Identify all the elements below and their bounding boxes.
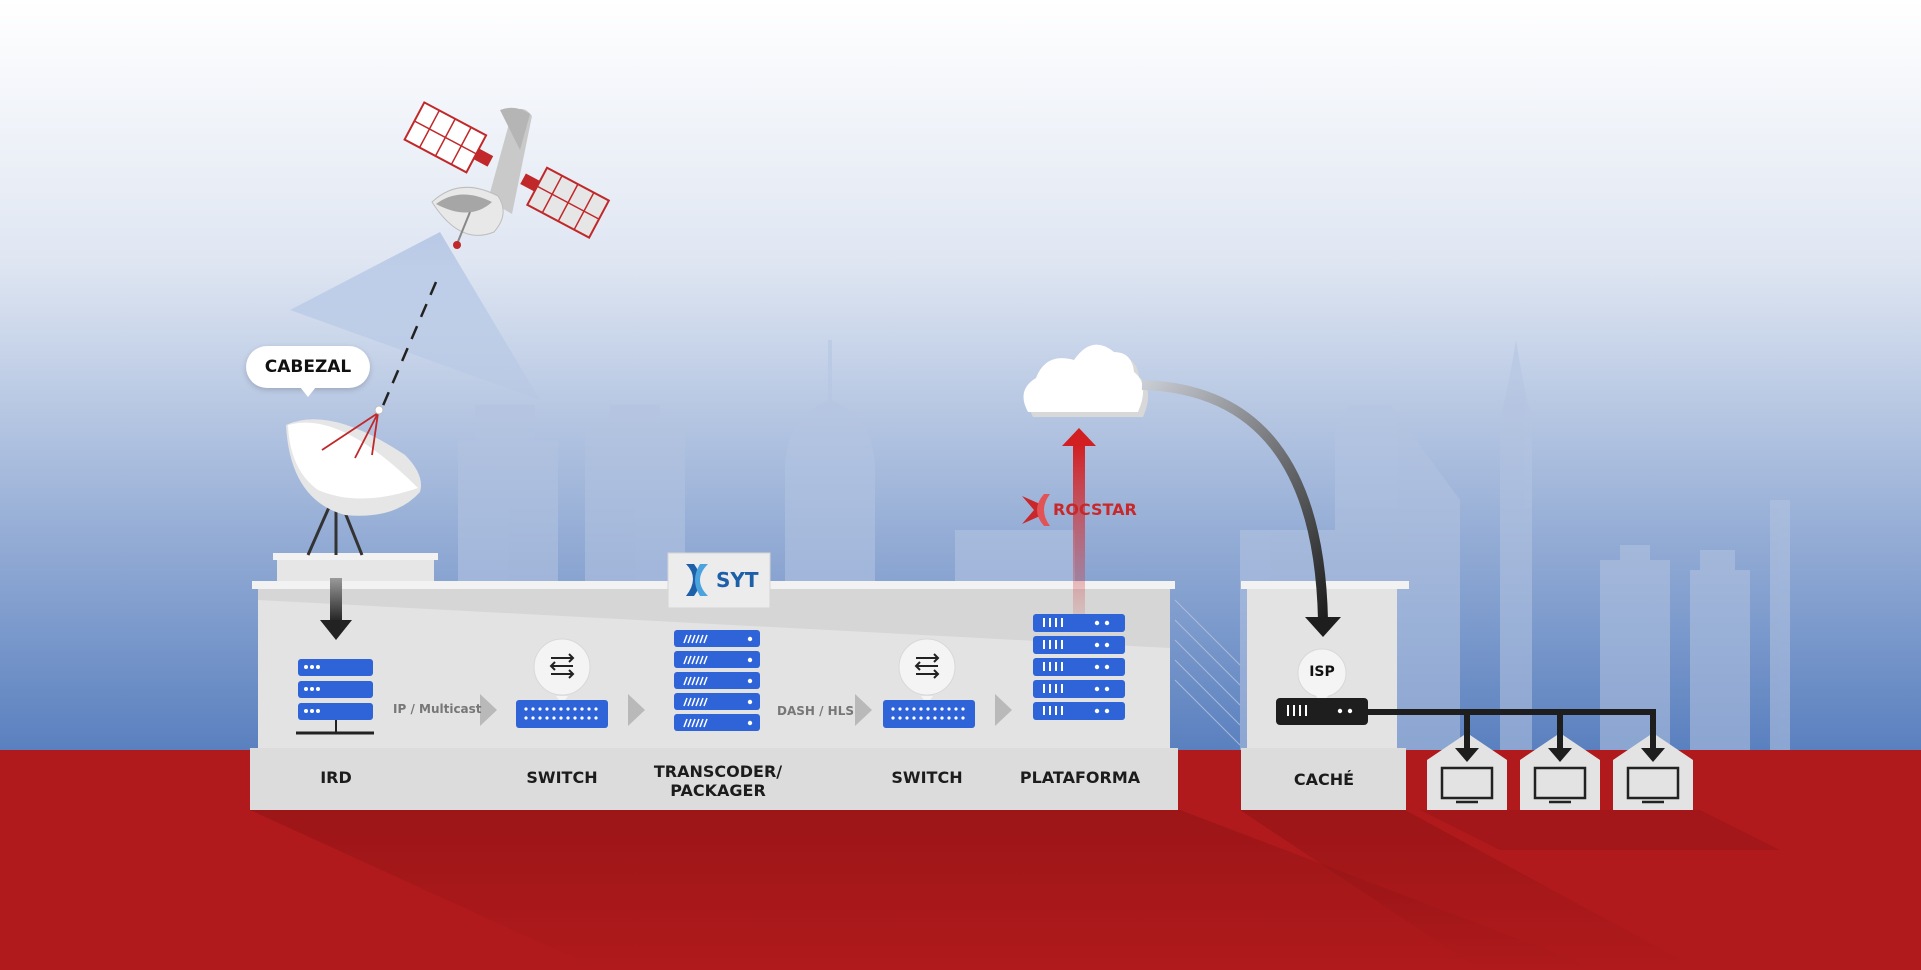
isp-router-icon [1276,648,1368,725]
stage-label-cache: CACHÉ [1293,770,1355,789]
house-icon [1427,733,1693,810]
server-rack-icon [296,659,374,735]
rocstar-logo-icon [1022,496,1043,524]
distribution-lines [1367,709,1656,748]
arrows-exchange-icon [914,653,940,679]
cdn-link [1141,380,1328,621]
tv-icon [1440,766,1680,804]
server-rack-icon [674,630,760,731]
upload-arrow [1073,444,1085,614]
isp-badge-text: ISP [1309,664,1335,680]
syt-logo-text: SYT [716,568,759,592]
stage-label-switch-2: SWITCH [891,768,963,787]
stage-label-plataforma: PLATAFORMA [1019,768,1141,787]
arrows-exchange-icon [549,653,575,679]
syt-logo-box [667,552,771,609]
cloud-icon [1023,344,1149,417]
stage-label-ird: IRD [320,768,352,787]
stage-label-switch-1: SWITCH [526,768,598,787]
cabezal-callout: CABEZAL [246,346,370,397]
stage-label-transcoder-line2: PACKAGER [670,781,766,800]
stage-label-transcoder: TRANSCODER/ PACKAGER [636,762,800,800]
flow-arrows [480,694,1012,726]
rocstar-logo-text: ROCSTAR [1053,500,1137,519]
link-label-ip-multicast: IP / Multicast [393,702,482,716]
dish-antenna-icon [286,405,421,556]
server-rack-icon [1033,614,1125,720]
city-skyline [458,340,1790,750]
satellite-icon [403,101,611,249]
link-label-dash-hls: DASH / HLS [777,704,855,718]
stage-label-transcoder-line1: TRANSCODER/ [653,762,783,781]
